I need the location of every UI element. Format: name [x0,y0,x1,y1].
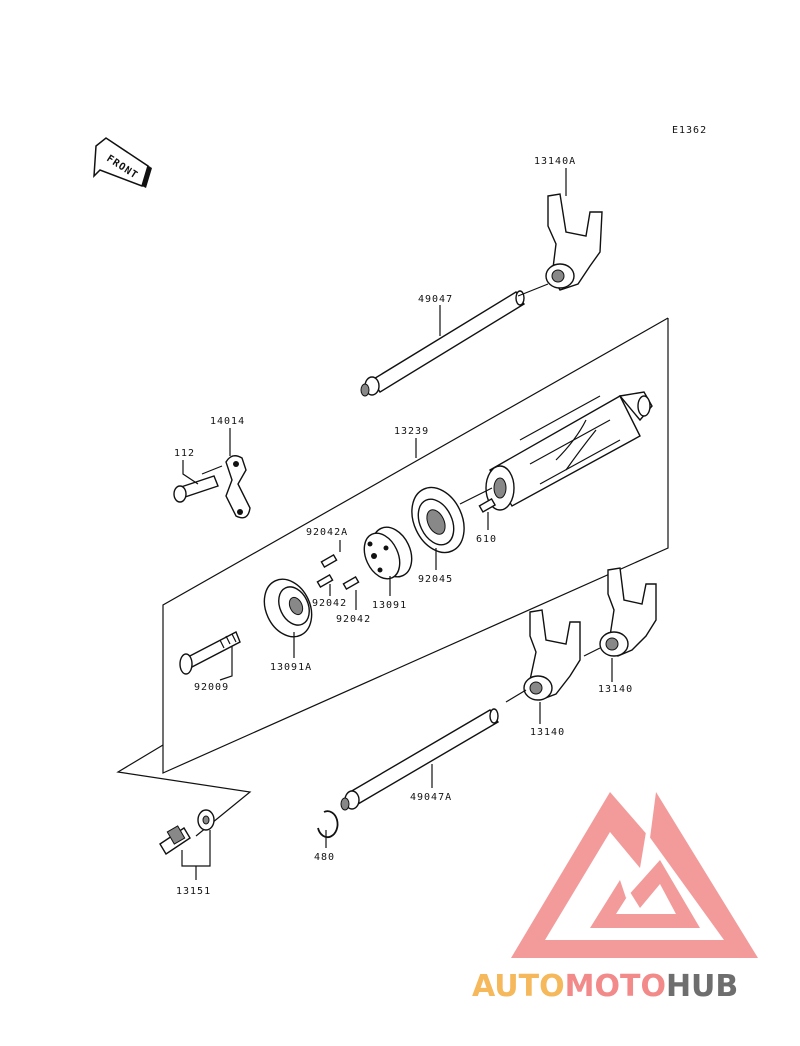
label-13140-right: 13140 [598,684,633,695]
switch-13151 [159,809,215,855]
watermark-triangle-icon [511,792,758,958]
label-112: 112 [174,448,195,459]
watermark-logo: AUTOMOTOHUB [472,792,758,1004]
bearing-92045 [411,486,465,554]
circlip-480 [317,810,339,838]
screw-92009 [179,631,241,675]
shift-rod-49047 [360,290,525,397]
svg-text:AUTOMOTOHUB: AUTOMOTOHUB [472,969,738,1004]
plate-14014 [225,455,251,519]
label-92009: 92009 [194,682,229,693]
watermark-moto: MOTO [565,969,666,1004]
label-610: 610 [476,534,497,545]
bolt-112 [173,475,219,503]
watermark-hub: HUB [666,969,738,1004]
plate-13091a [263,578,313,638]
label-13091a: 13091A [270,662,312,673]
label-13140-left: 13140 [530,727,565,738]
shift-fork-13140a [545,193,603,291]
label-14014: 14014 [210,416,245,427]
label-13091: 13091 [372,600,407,611]
shift-drum-13239 [485,391,653,511]
watermark-auto: AUTO [472,969,565,1004]
label-480: 480 [314,852,335,863]
front-arrow-icon: FRONT [93,137,152,188]
pin-610 [478,497,497,513]
shift-fork-13140-right [599,567,657,657]
shift-fork-13140-left [523,609,581,701]
label-13239: 13239 [394,426,429,437]
shift-rod-49047a [340,708,499,811]
label-13140a: 13140A [534,156,576,167]
diagram-code: E1362 [672,125,707,136]
assembly-frame [116,317,669,837]
label-92042-b: 92042 [336,614,371,625]
pins-92042 [316,553,360,591]
label-92042-a: 92042 [312,598,347,609]
label-49047a: 49047A [410,792,452,803]
label-92042a: 92042A [306,527,348,538]
holder-13091 [363,526,413,580]
label-13151: 13151 [176,886,211,897]
label-92045: 92045 [418,574,453,585]
label-49047: 49047 [418,294,453,305]
leader-lines [181,168,613,880]
